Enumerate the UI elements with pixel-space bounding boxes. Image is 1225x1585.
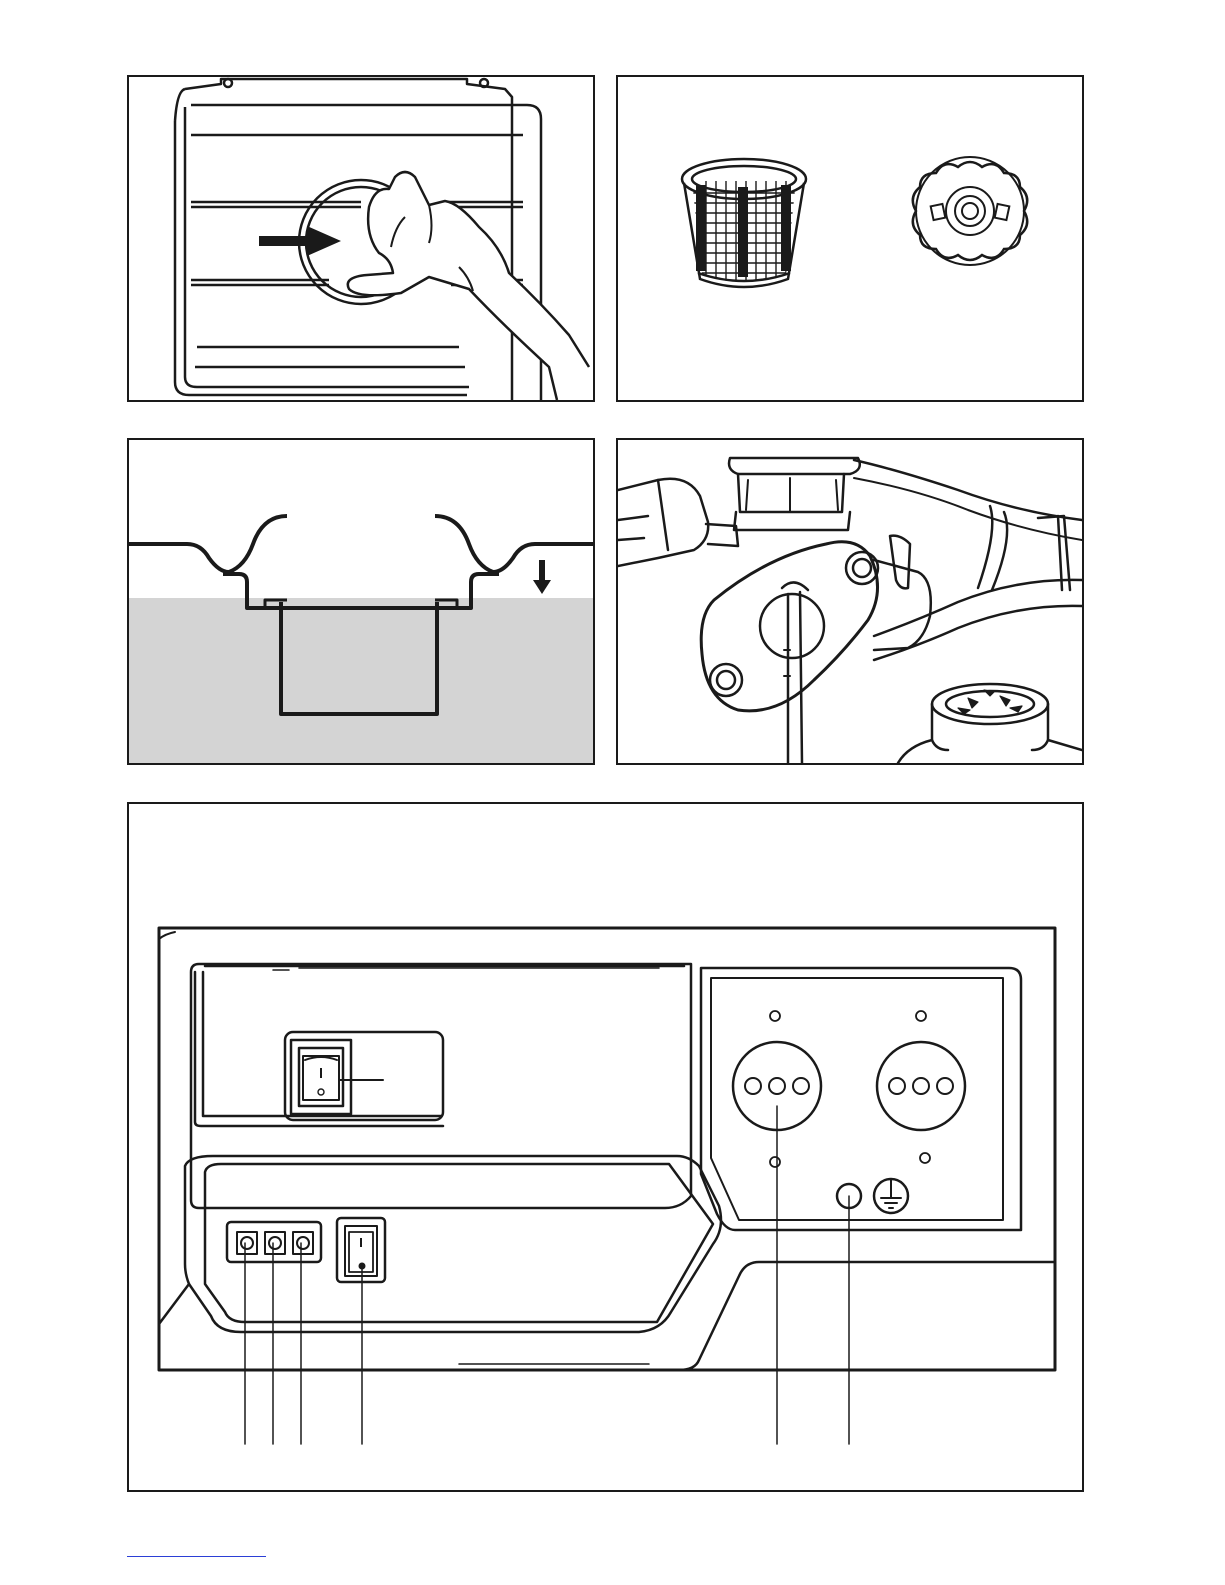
figure-5-panel — [127, 802, 1084, 1492]
footer-rule — [127, 1556, 266, 1557]
figure-3-panel — [127, 438, 595, 765]
control-panel-icon — [129, 804, 1082, 1490]
water-area — [129, 598, 593, 763]
hand-pressing-cap-icon — [129, 77, 593, 400]
filter-and-cap-icon — [618, 77, 1082, 400]
figure-1-panel — [127, 75, 595, 402]
figure-4-panel — [616, 438, 1084, 765]
fluted-cap-icon — [913, 162, 1027, 260]
valve-assembly-icon — [618, 440, 1082, 763]
down-arrow-icon — [533, 560, 551, 594]
figure-2-panel — [616, 75, 1084, 402]
cross-section-icon — [129, 440, 593, 763]
